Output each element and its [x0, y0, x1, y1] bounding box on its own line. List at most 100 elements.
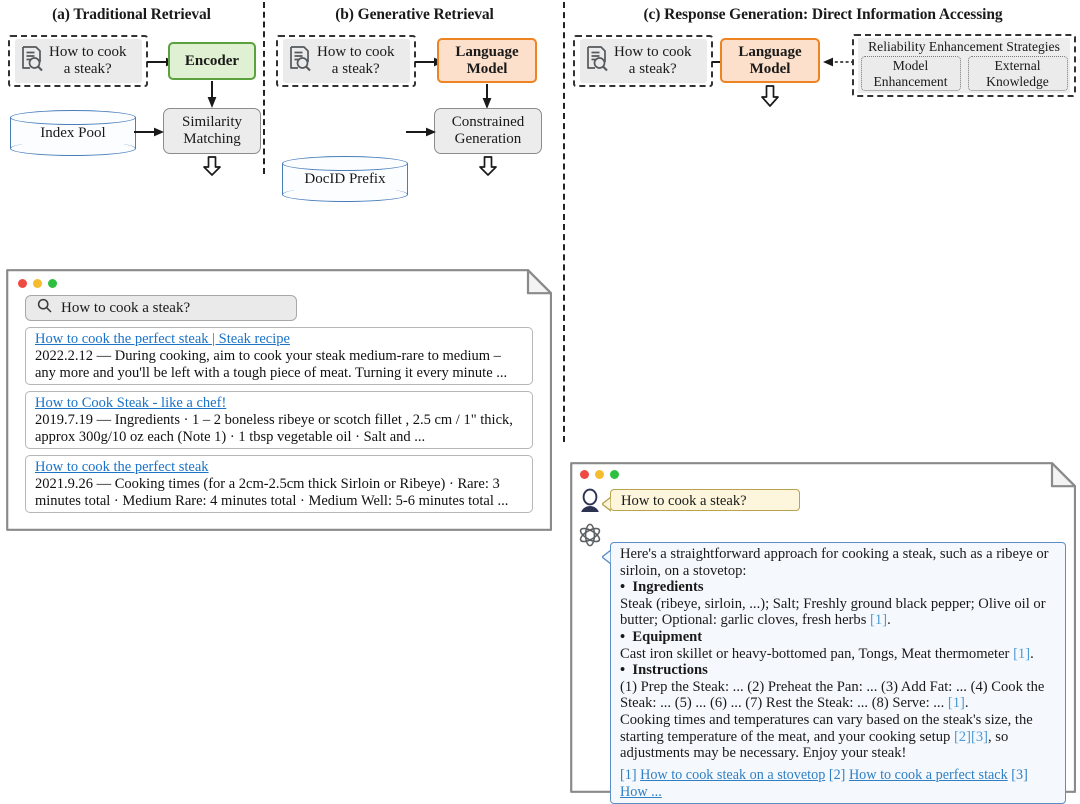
- block-arrow-c-down: [761, 85, 779, 107]
- close-dot[interactable]: [18, 279, 27, 288]
- result-title[interactable]: How to cook the perfect steak | Steak re…: [35, 331, 290, 347]
- index-pool-cylinder: Index Pool: [10, 110, 136, 156]
- language-model-label: Language Model: [455, 43, 519, 77]
- index-pool-label: Index Pool: [40, 124, 106, 141]
- result-snippet: 2022.2.12 — During cooking, aim to cook …: [35, 348, 508, 381]
- search-result-card[interactable]: How to cook the perfect steak | Steak re…: [25, 327, 533, 385]
- minimize-dot[interactable]: [33, 279, 42, 288]
- maximize-dot[interactable]: [48, 279, 57, 288]
- search-value: How to cook a steak?: [61, 299, 191, 316]
- source-marker: [2]: [828, 766, 846, 783]
- docid-prefix-label: DocID Prefix: [304, 170, 386, 187]
- user-message-bubble: How to cook a steak?: [602, 489, 800, 512]
- bullet-glyph: •: [620, 579, 633, 596]
- similarity-matching-box: Similarity Matching: [163, 108, 261, 154]
- openai-logo-icon: [577, 522, 603, 553]
- section-body-post: .: [964, 695, 969, 712]
- arrow-strategies-to-lm: [820, 55, 856, 69]
- assistant-intro: Here's a straightforward approach for co…: [620, 546, 1049, 579]
- document-search-icon: [20, 45, 44, 77]
- arrow-index-to-similarity: [134, 125, 166, 139]
- panel-a-caption: (a) Traditional Retrieval: [52, 6, 211, 23]
- reliability-cells: Model Enhancement External Knowledge: [860, 56, 1068, 91]
- search-results-window: How to cook a steak? How to cook the per…: [6, 269, 552, 531]
- block-arrow-b-down: [479, 156, 497, 176]
- section-body-pre: Cast iron skillet or heavy-bottomed pan,…: [620, 645, 1014, 662]
- query-inner-a: How to cook a steak?: [15, 39, 142, 83]
- bullet-glyph: •: [620, 628, 633, 645]
- assistant-section: • Instructions: [620, 662, 1056, 679]
- section-body-post: .: [887, 612, 891, 629]
- arrow-docid-to-constrained: [406, 125, 438, 139]
- source-marker: [3]: [1011, 766, 1028, 783]
- result-snippet: 2019.7.19 — Ingredients · 1 – 2 boneless…: [35, 412, 513, 445]
- reliability-strategies-group: Reliability Enhancement Strategies Model…: [852, 34, 1076, 97]
- search-input[interactable]: How to cook a steak?: [25, 295, 297, 321]
- user-message-text: How to cook a steak?: [621, 493, 747, 509]
- query-text-c: How to cook a steak?: [614, 44, 692, 77]
- document-search-icon: [288, 45, 312, 77]
- docid-prefix-cylinder: DocID Prefix: [282, 156, 408, 202]
- assistant-section: • Equipment: [620, 629, 1056, 646]
- language-model-box-c: Language Model: [720, 38, 820, 83]
- panel-b-caption: (b) Generative Retrieval: [335, 6, 494, 23]
- query-text-b: How to cook a steak?: [317, 44, 395, 77]
- result-title[interactable]: How to Cook Steak - like a chef!: [35, 395, 227, 411]
- section-heading: Instructions: [632, 662, 708, 679]
- bubble-tail: [602, 496, 611, 512]
- search-result-card[interactable]: How to Cook Steak - like a chef! 2019.7.…: [25, 391, 533, 449]
- query-text-a: How to cook a steak?: [49, 44, 127, 77]
- block-arrow-a-down: [203, 156, 221, 176]
- reliability-inner: Reliability Enhancement Strategies Model…: [858, 38, 1070, 93]
- citation-ref[interactable]: [1]: [947, 695, 965, 712]
- cylinder-bottom: [10, 141, 136, 156]
- assistant-section-body: (1) Prep the Steak: ... (2) Preheat the …: [620, 679, 1056, 712]
- section-heading: Ingredients: [632, 579, 704, 596]
- section-body-post: .: [1030, 645, 1034, 662]
- bubble-tail: [602, 549, 611, 565]
- encoder-label: Encoder: [184, 52, 240, 69]
- citation-ref[interactable]: [1]: [870, 612, 888, 629]
- divider-a-b: [263, 2, 265, 174]
- minimize-dot[interactable]: [595, 470, 604, 479]
- citation-ref[interactable]: [1]: [1013, 645, 1031, 662]
- section-body-pre: (1) Prep the Steak: ... (2) Preheat the …: [620, 678, 1045, 712]
- similarity-matching-label: Similarity Matching: [182, 114, 242, 147]
- cylinder-top: [282, 156, 408, 171]
- assistant-section-body: Cast iron skillet or heavy-bottomed pan,…: [620, 646, 1056, 663]
- result-snippet: 2021.9.26 — Cooking times (for a 2cm-2.5…: [35, 476, 509, 509]
- strategy-model-enhancement[interactable]: Model Enhancement: [860, 56, 961, 91]
- source-link[interactable]: How to cook a perfect stack: [848, 766, 1008, 783]
- close-dot[interactable]: [580, 470, 589, 479]
- cylinder-top: [10, 110, 136, 125]
- maximize-dot[interactable]: [610, 470, 619, 479]
- cylinder-bottom: [282, 187, 408, 202]
- user-avatar-icon: [578, 488, 602, 519]
- section-heading: Equipment: [632, 628, 703, 645]
- query-inner-b: How to cook a steak?: [283, 39, 410, 83]
- magnifier-icon: [37, 298, 52, 318]
- arrow-encoder-to-similarity: [205, 81, 219, 109]
- source-link[interactable]: How to cook steak on a stovetop: [640, 766, 826, 783]
- search-result-card[interactable]: How to cook the perfect steak 2021.9.26 …: [25, 455, 533, 513]
- assistant-message-bubble: Here's a straightforward approach for co…: [602, 542, 1066, 804]
- strategy-external-knowledge[interactable]: External Knowledge: [967, 56, 1068, 91]
- chat-window: How to cook a steak? Here's a straightfo…: [570, 462, 1076, 804]
- citation-ref[interactable]: [2][3]: [953, 728, 988, 745]
- reliability-title: Reliability Enhancement Strategies: [868, 39, 1060, 54]
- query-box-a: How to cook a steak?: [8, 35, 148, 87]
- constrained-generation-box: Constrained Generation: [434, 108, 542, 154]
- constrained-generation-label: Constrained Generation: [451, 114, 525, 147]
- section-body-pre: Steak (ribeye, sirloin, ...); Salt; Fres…: [620, 595, 1046, 629]
- assistant-section: • Ingredients: [620, 579, 1056, 596]
- source-link[interactable]: How ...: [620, 783, 662, 800]
- result-title[interactable]: How to cook the perfect steak: [35, 459, 209, 475]
- query-box-c: How to cook a steak?: [573, 35, 713, 87]
- assistant-closing: Cooking times and temperatures can vary …: [620, 712, 1056, 762]
- traffic-lights: [18, 279, 57, 288]
- divider-b-c: [563, 2, 565, 442]
- document-search-icon: [585, 45, 609, 77]
- arrow-lm-to-constrained: [480, 84, 494, 110]
- assistant-section-body: Steak (ribeye, sirloin, ...); Salt; Fres…: [620, 596, 1056, 629]
- bullet-glyph: •: [620, 662, 633, 679]
